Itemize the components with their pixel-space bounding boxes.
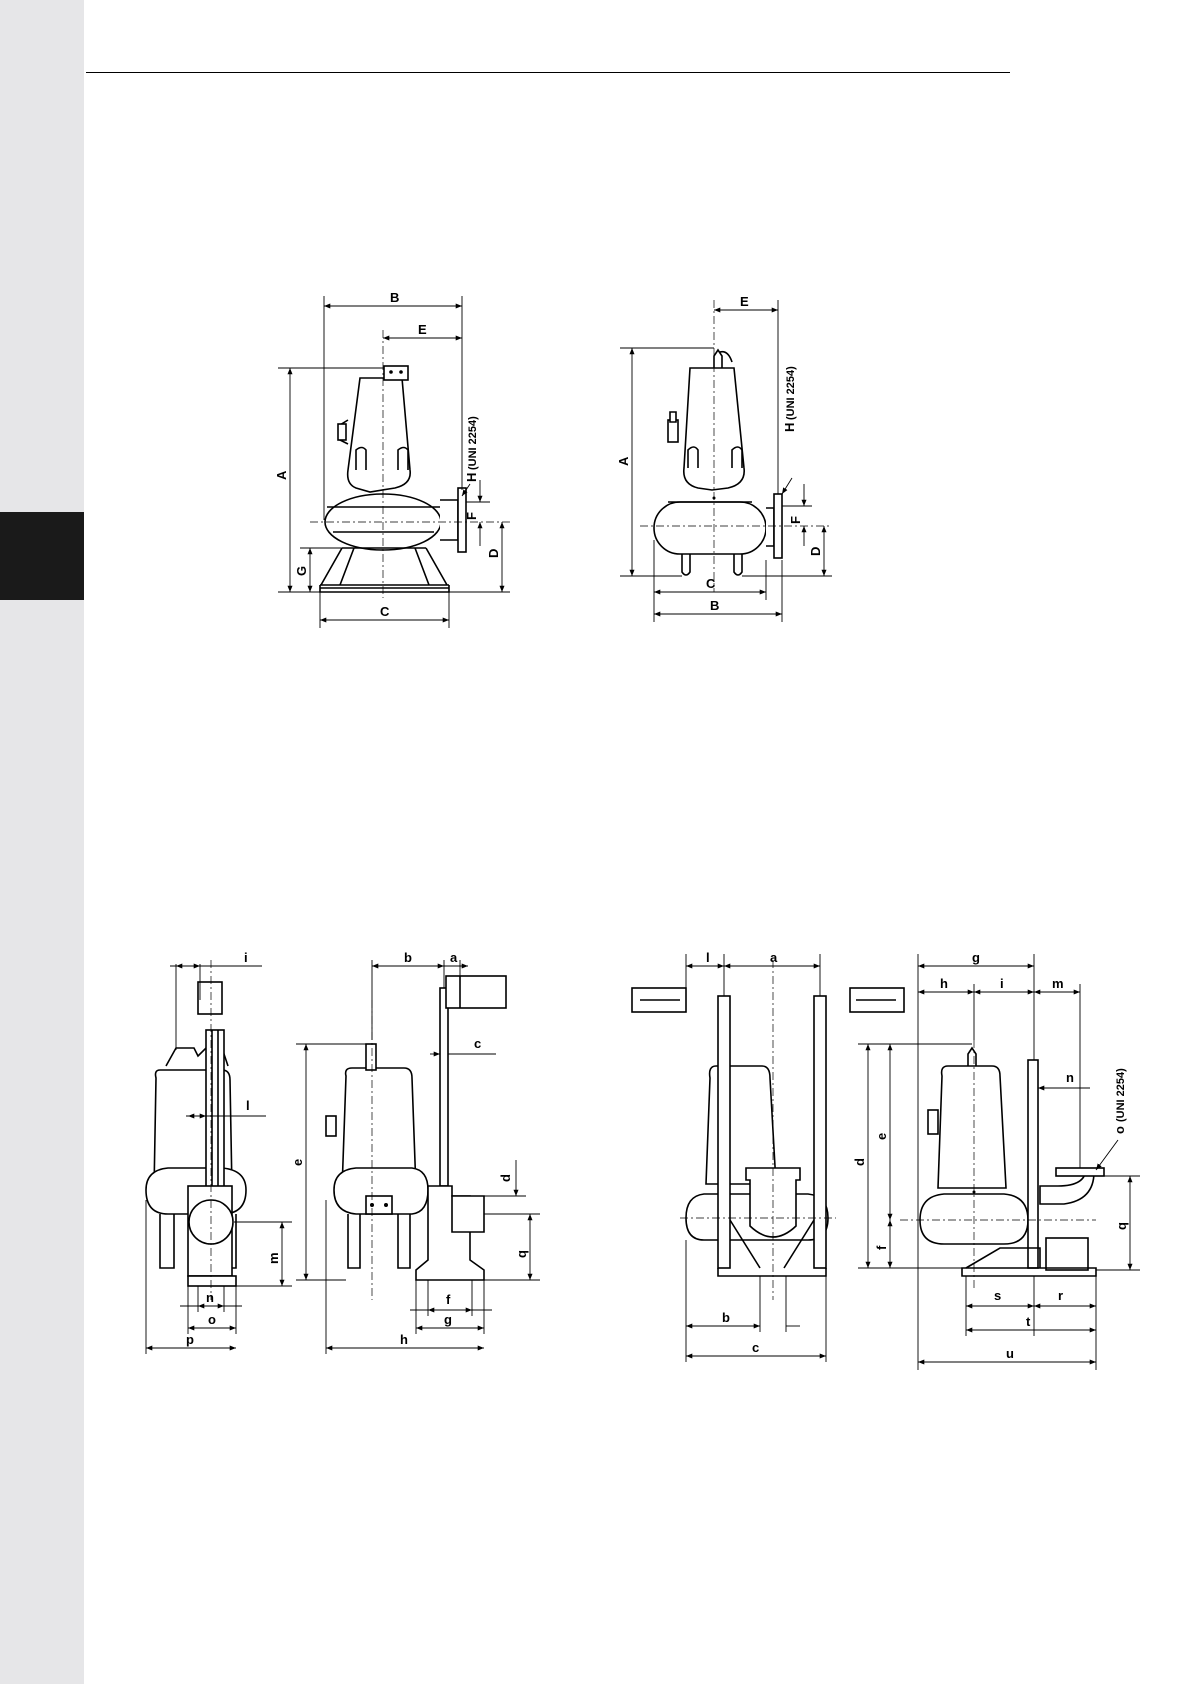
figure4-label-d: d: [852, 1158, 867, 1166]
figure3-label-o: o: [208, 1312, 216, 1327]
figure4-label-h: h: [940, 976, 948, 991]
figure4-label-c: c: [752, 1340, 759, 1355]
figure-pump-on-stand: B E H (UNI 2254) A G F D C: [274, 290, 510, 628]
figure2-label-A: A: [616, 456, 631, 466]
figure2-label-H-note: (UNI 2254): [785, 366, 797, 420]
figure1-label-A: A: [274, 470, 289, 480]
figure1-label-F: F: [464, 512, 479, 520]
figure4-label-r: r: [1058, 1288, 1063, 1303]
figure4-label-u: u: [1006, 1346, 1014, 1361]
figure3-label-b: b: [404, 950, 412, 965]
figure2-label-E: E: [740, 294, 749, 309]
figure4-label-e: e: [874, 1133, 889, 1140]
figure1-label-H-note: (UNI 2254): [467, 416, 479, 470]
figure4-label-n: n: [1066, 1070, 1074, 1085]
figure-guide-bar-front-side: l a b c g h i m n o (UNI 2254) d e f q s…: [632, 950, 1140, 1370]
figure4-label-s: s: [994, 1288, 1001, 1303]
figure4-label-q: q: [1114, 1222, 1129, 1230]
figure2-label-F: F: [788, 516, 803, 524]
figure4-label-a: a: [770, 950, 778, 965]
figure3-label-f: f: [446, 1292, 451, 1307]
figure4-label-o: o: [1112, 1126, 1127, 1134]
figure3-label-q: q: [514, 1250, 529, 1258]
figure4-label-o-note: (UNI 2254): [1115, 1068, 1127, 1122]
figure-guide-rail-front-side: i l m n o p b a c e d q f g: [146, 950, 540, 1354]
figure1-label-H: H: [464, 473, 479, 482]
figure1-label-E: E: [418, 322, 427, 337]
figure3-label-n: n: [206, 1290, 214, 1305]
figure4-label-f: f: [874, 1245, 889, 1250]
figure-pump-on-feet: E H (UNI 2254) A F D C B: [616, 294, 832, 622]
figure1-label-B: B: [390, 290, 399, 305]
figure3-label-l: l: [246, 1098, 250, 1113]
figure3-label-e: e: [290, 1159, 305, 1166]
figure4-label-g: g: [972, 950, 980, 965]
figure3-label-i: i: [244, 950, 248, 965]
figure3-label-g: g: [444, 1312, 452, 1327]
figure4-label-b: b: [722, 1310, 730, 1325]
figure4-label-i: i: [1000, 976, 1004, 991]
figure3-label-d: d: [498, 1174, 513, 1182]
figure4-label-m: m: [1052, 976, 1064, 991]
figure3-label-h: h: [400, 1332, 408, 1347]
figure4-label-t: t: [1026, 1314, 1031, 1329]
figure2-label-H: H: [782, 423, 797, 432]
figure2-label-B: B: [710, 598, 719, 613]
figure3-label-m: m: [266, 1252, 281, 1264]
figure3-label-c: c: [474, 1036, 481, 1051]
figure3-label-a: a: [450, 950, 458, 965]
figure3-label-p: p: [186, 1332, 194, 1347]
figure2-label-D: D: [808, 547, 823, 556]
figure1-label-D: D: [486, 549, 501, 558]
figure4-label-l: l: [706, 950, 710, 965]
figure1-label-G: G: [294, 566, 309, 576]
figure2-label-C: C: [706, 576, 716, 591]
figure1-label-C: C: [380, 604, 390, 619]
